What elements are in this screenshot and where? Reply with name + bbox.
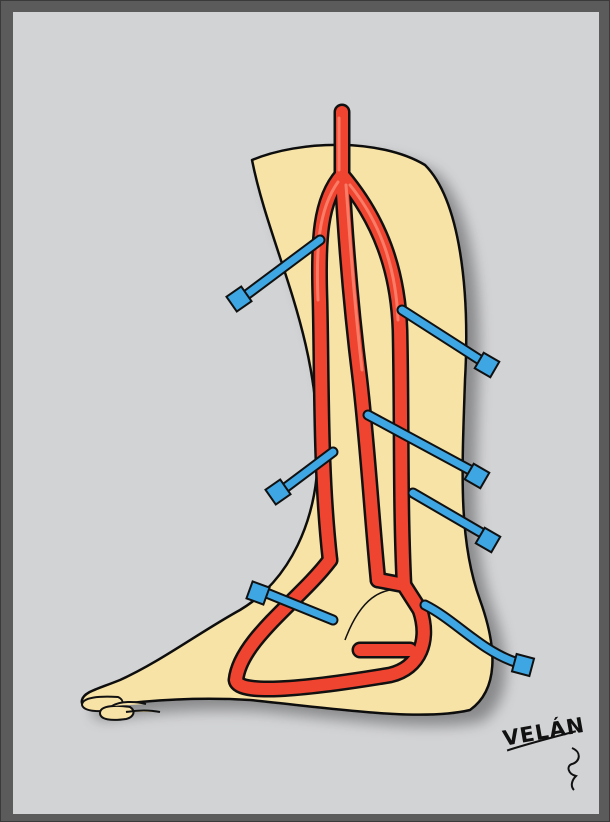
signature-flourish [569, 748, 579, 790]
artist-signature: VELÁN [501, 712, 587, 751]
